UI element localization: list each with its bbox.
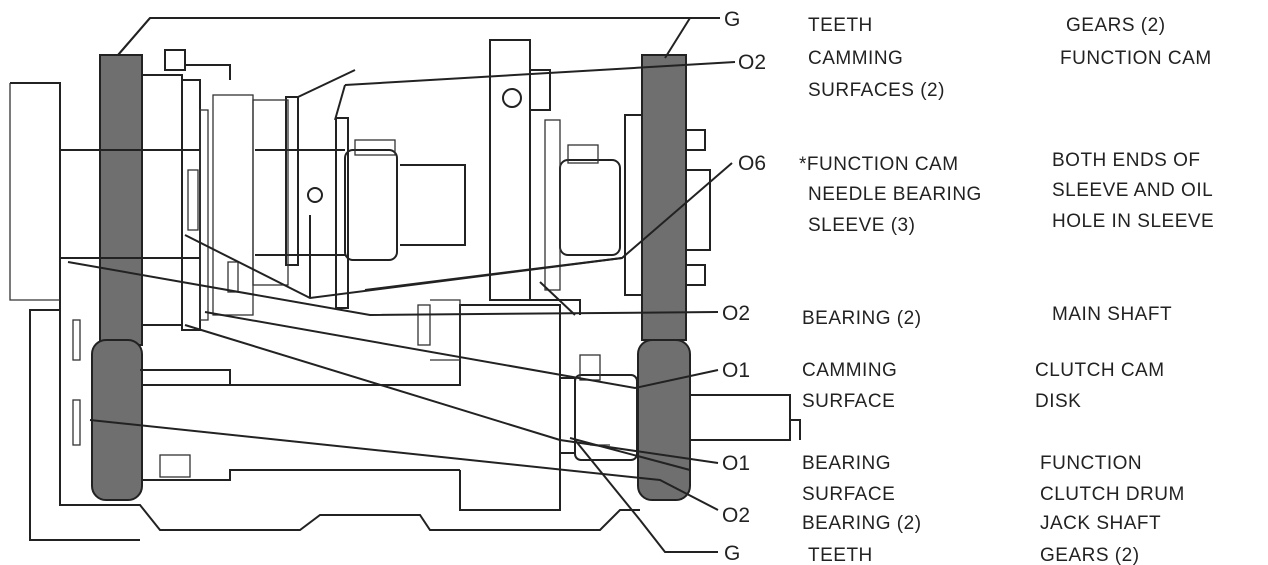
upper-left-gear (99, 54, 143, 346)
row-7-code: G (724, 542, 740, 565)
main-shaft (60, 149, 200, 259)
label-table: G TEETH GEARS (2) O2 CAMMING SURFACES (2… (722, 8, 1214, 565)
row-5-name-line-1: FUNCTION (1040, 453, 1142, 474)
function-cam-disk-1 (285, 96, 299, 266)
leader-lines (67, 17, 736, 553)
row-2-code: O6 (738, 152, 766, 175)
frame-outline-left (10, 82, 140, 541)
row-2-name-line-1: BOTH ENDS OF (1052, 150, 1201, 171)
row-1-part-line-2: SURFACES (2) (808, 80, 945, 101)
row-7-name: GEARS (2) (1040, 545, 1140, 565)
function-cam-disk-2 (335, 117, 349, 309)
row-4-code: O1 (722, 359, 750, 382)
row-6-code: O2 (722, 504, 750, 527)
needle-bearing-sleeve (344, 149, 398, 261)
row-2-part-line-2: NEEDLE BEARING (808, 184, 982, 205)
row-2-name-line-2: SLEEVE AND OIL (1052, 180, 1213, 201)
mechanism-drawing (9, 39, 801, 541)
row-5-name-line-2: CLUTCH DRUM (1040, 484, 1185, 505)
row-4-part-line-1: CAMMING (802, 360, 897, 381)
row-3-part: BEARING (2) (802, 308, 922, 329)
row-6-part: BEARING (2) (802, 513, 922, 534)
row-0-code: G (724, 8, 740, 31)
row-1-code: O2 (738, 51, 766, 74)
center-plate (489, 39, 531, 301)
row-2-name-line-3: HOLE IN SLEEVE (1052, 211, 1214, 232)
lower-right-gear (637, 339, 691, 501)
row-4-part-line-2: SURFACE (802, 391, 895, 412)
row-2-part-line-3: SLEEVE (3) (808, 215, 915, 236)
row-4-name-line-2: DISK (1035, 391, 1081, 412)
row-2-part-line-1: *FUNCTION CAM (799, 154, 959, 175)
row-6-name: JACK SHAFT (1040, 513, 1161, 534)
row-5-part-line-1: BEARING (802, 453, 891, 474)
row-7-part: TEETH (808, 545, 873, 565)
row-1-name: FUNCTION CAM (1060, 48, 1212, 69)
row-3-name: MAIN SHAFT (1052, 304, 1172, 325)
row-5-part-line-2: SURFACE (802, 484, 895, 505)
row-4-name-line-1: CLUTCH CAM (1035, 360, 1165, 381)
row-0-name: GEARS (2) (1066, 15, 1166, 36)
upper-right-gear (641, 54, 687, 341)
row-0-part: TEETH (808, 15, 873, 36)
frame-base (59, 310, 640, 531)
row-3-code: O2 (722, 302, 750, 325)
row-1-part-line-1: CAMMING (808, 48, 903, 69)
row-5-code: O1 (722, 452, 750, 475)
jack-shaft (142, 384, 460, 481)
frame-inner-left (9, 83, 60, 301)
